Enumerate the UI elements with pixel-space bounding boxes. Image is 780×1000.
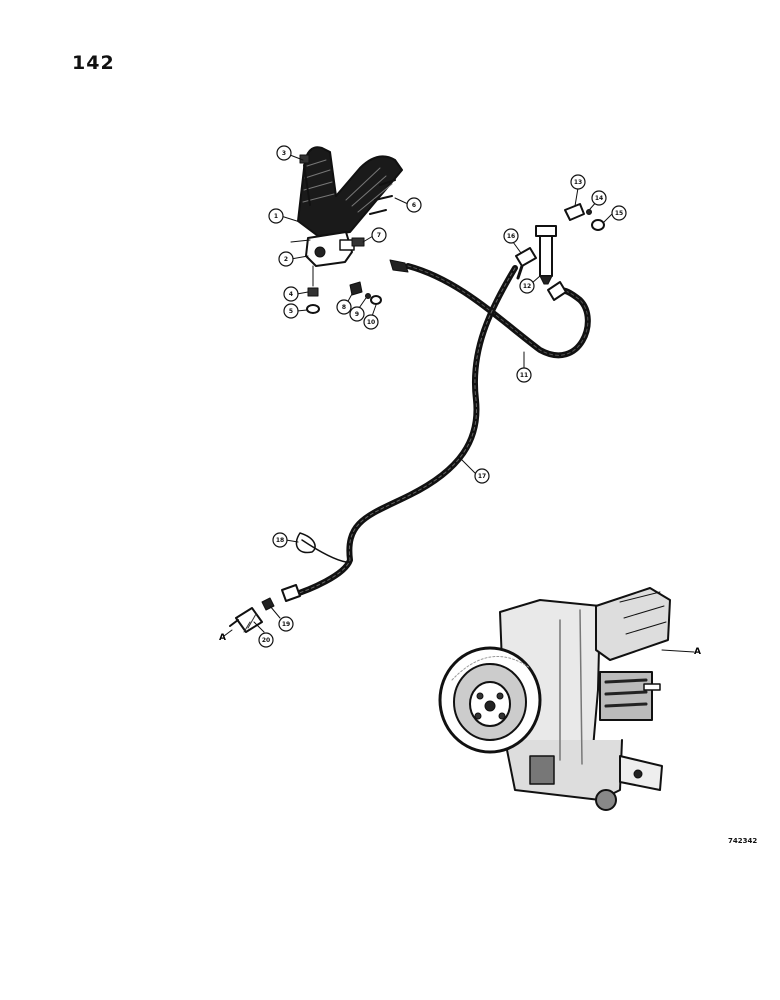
callout-14: 14 bbox=[591, 190, 607, 206]
reference-letter-left: A bbox=[219, 633, 226, 643]
callout-5: 5 bbox=[283, 303, 299, 319]
callout-label: 17 bbox=[478, 473, 486, 480]
callout-label: 7 bbox=[377, 232, 381, 239]
reference-letter-right: A bbox=[694, 647, 701, 657]
callout-20: 20 bbox=[258, 632, 274, 648]
leader-lines bbox=[223, 154, 695, 653]
callout-12: 12 bbox=[519, 278, 535, 294]
callout-label: 20 bbox=[262, 637, 270, 644]
callout-label: 10 bbox=[367, 319, 375, 326]
page-number: 142 bbox=[72, 52, 115, 74]
callouts: 1 2 3 4 5 6 7 8 9 10 11 12 13 14 15 16 1… bbox=[258, 145, 627, 648]
callout-1: 1 bbox=[268, 208, 284, 224]
callout-label: 12 bbox=[523, 283, 531, 290]
callout-label: 14 bbox=[595, 195, 603, 202]
callout-13: 13 bbox=[570, 174, 586, 190]
callout-19: 19 bbox=[278, 616, 294, 632]
callout-label: 13 bbox=[574, 179, 582, 186]
callout-label: 2 bbox=[284, 256, 288, 263]
callout-8: 8 bbox=[336, 299, 352, 315]
callout-6: 6 bbox=[406, 197, 422, 213]
transmission-illustration bbox=[438, 587, 671, 811]
hoses bbox=[287, 263, 591, 599]
callout-label: 5 bbox=[289, 308, 293, 315]
callout-label: 4 bbox=[289, 291, 293, 298]
callout-9: 9 bbox=[349, 306, 365, 322]
callout-10: 10 bbox=[363, 314, 379, 330]
callout-label: 6 bbox=[412, 202, 416, 209]
callout-label: 16 bbox=[507, 233, 515, 240]
callout-label: 8 bbox=[342, 304, 346, 311]
callout-label: 3 bbox=[282, 150, 286, 157]
pedal-assembly bbox=[297, 146, 403, 314]
drawing-number: 742342 bbox=[728, 837, 758, 845]
callout-4: 4 bbox=[283, 286, 299, 302]
callout-17: 17 bbox=[474, 468, 490, 484]
callout-label: 11 bbox=[520, 372, 528, 379]
callout-7: 7 bbox=[371, 227, 387, 243]
callout-15: 15 bbox=[611, 205, 627, 221]
callout-label: 1 bbox=[274, 213, 278, 220]
callout-label: 19 bbox=[282, 621, 290, 628]
callout-16: 16 bbox=[503, 228, 519, 244]
callout-label: 18 bbox=[276, 537, 284, 544]
callout-label: 15 bbox=[615, 210, 623, 217]
callout-label: 9 bbox=[355, 311, 359, 318]
callout-3: 3 bbox=[276, 145, 292, 161]
callout-11: 11 bbox=[516, 367, 532, 383]
callout-2: 2 bbox=[278, 251, 294, 267]
callout-18: 18 bbox=[272, 532, 288, 548]
